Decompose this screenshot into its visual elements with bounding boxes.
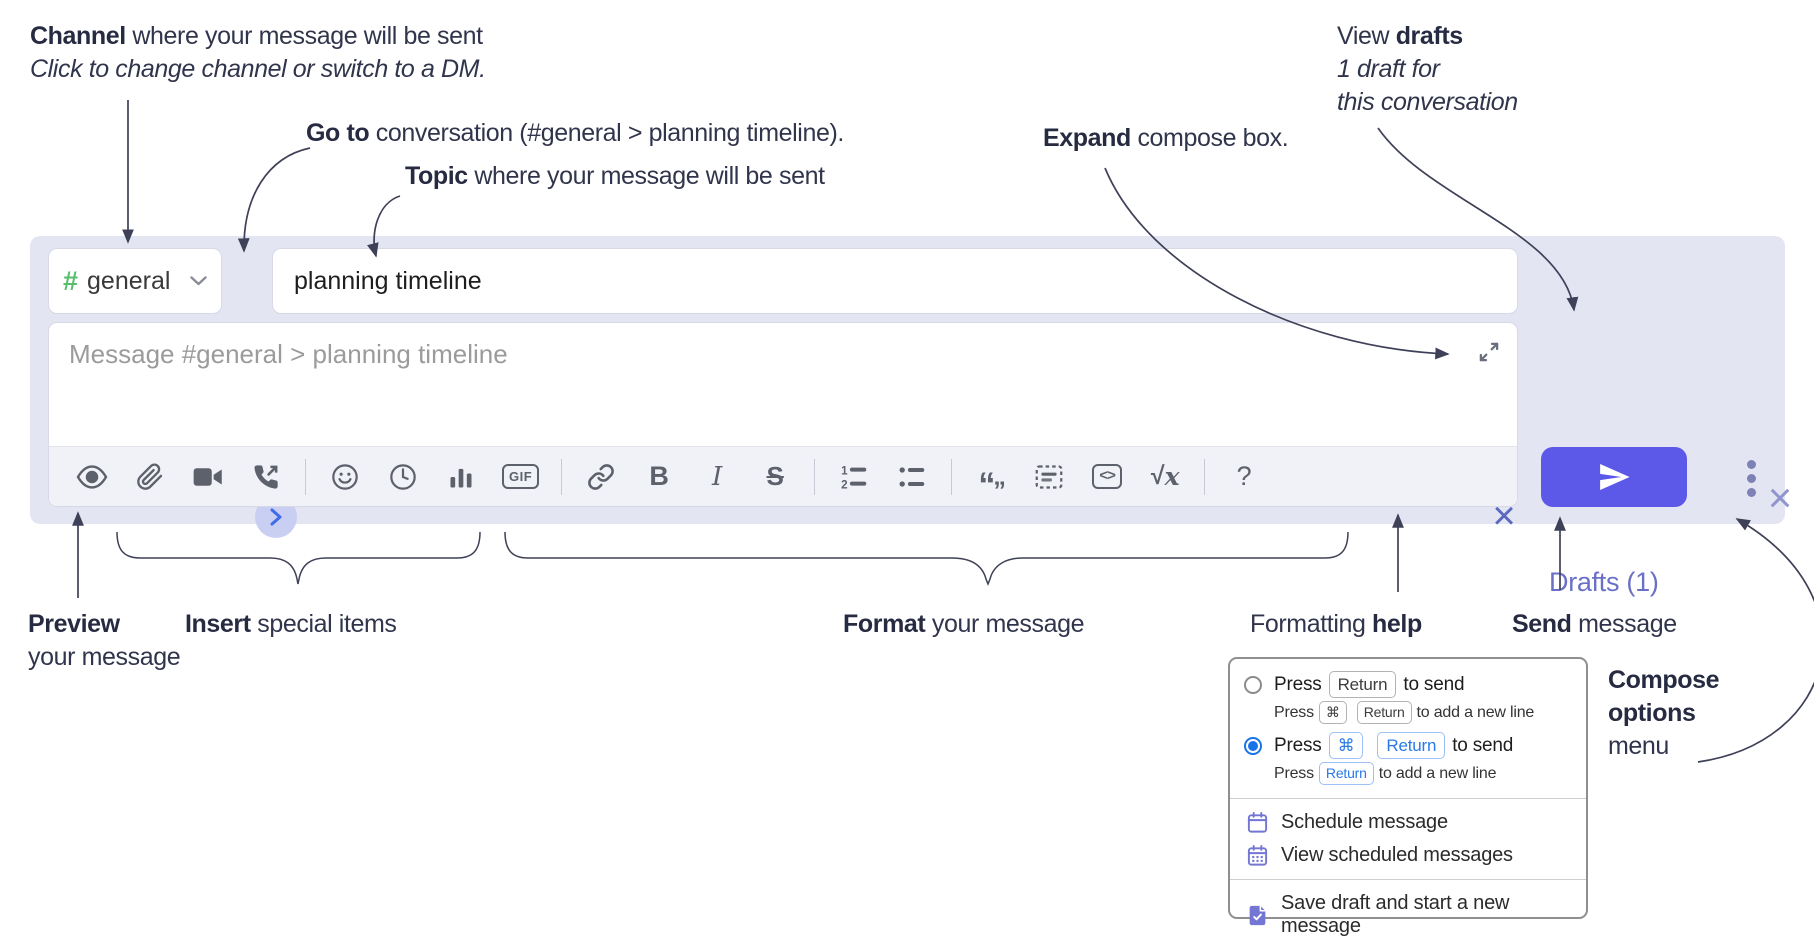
toolbar-divider bbox=[305, 458, 306, 495]
option-return-to-send[interactable]: Press Return to send bbox=[1230, 669, 1586, 700]
toolbar-divider bbox=[951, 458, 953, 495]
option-cmd-return-to-send-sub: Press Return to add a new line bbox=[1230, 761, 1586, 791]
gif-icon[interactable]: GIF bbox=[502, 457, 540, 497]
math-icon[interactable]: √x bbox=[1148, 457, 1182, 497]
send-button[interactable] bbox=[1541, 447, 1687, 507]
topic-input[interactable] bbox=[272, 248, 1518, 314]
quote-icon[interactable]: “” bbox=[974, 465, 1008, 505]
compose-box: # general × × bbox=[30, 236, 1792, 597]
poll-icon[interactable] bbox=[444, 457, 478, 497]
emoji-icon[interactable] bbox=[328, 457, 362, 497]
option-return-to-send-sub: Press ⌘ Return to add a new line bbox=[1230, 700, 1586, 730]
italic-icon[interactable]: I bbox=[700, 457, 734, 497]
calendar-grid-icon bbox=[1247, 844, 1268, 866]
time-icon[interactable] bbox=[386, 457, 420, 497]
channel-name: general bbox=[87, 266, 171, 295]
menu-item-schedule-message[interactable]: Schedule message bbox=[1230, 806, 1586, 839]
annotation-send: Send message bbox=[1512, 610, 1677, 638]
annotation-channel: Channel where your message will be sent … bbox=[30, 22, 486, 83]
radio-unselected-icon[interactable] bbox=[1244, 675, 1262, 694]
strikethrough-icon[interactable]: S bbox=[758, 457, 792, 497]
menu-item-save-draft[interactable]: Save draft and start a new message bbox=[1230, 887, 1586, 943]
toolbar-divider bbox=[814, 458, 816, 495]
bold-icon[interactable]: B bbox=[642, 457, 676, 497]
send-icon bbox=[1600, 463, 1630, 491]
annotation-view-drafts: View drafts 1 draft for this conversatio… bbox=[1337, 22, 1518, 116]
option-cmd-return-to-send[interactable]: Press ⌘ Return to send bbox=[1230, 730, 1586, 761]
ellipsis-dot bbox=[1746, 487, 1756, 497]
annotation-formatting-help: Formatting help bbox=[1250, 610, 1422, 638]
annotation-preview: Preview your message bbox=[28, 610, 181, 671]
video-call-icon[interactable] bbox=[191, 457, 225, 497]
annotation-format: Format your message bbox=[843, 610, 1085, 638]
brace-format bbox=[504, 531, 1349, 587]
svg-text:1: 1 bbox=[841, 464, 848, 477]
compose-options-popup: Press Return to send Press ⌘ Return to a… bbox=[1228, 657, 1588, 937]
menu-divider bbox=[1230, 798, 1586, 799]
radio-selected-icon[interactable] bbox=[1244, 736, 1262, 755]
spoiler-icon[interactable] bbox=[1032, 457, 1066, 497]
draft-check-icon bbox=[1249, 905, 1266, 925]
numbered-list-icon[interactable]: 1 2 bbox=[837, 457, 871, 497]
annotation-goto: Go to conversation (#general > planning … bbox=[306, 119, 844, 147]
toolbar-divider bbox=[1204, 458, 1206, 495]
calendar-icon bbox=[1247, 811, 1268, 833]
annotation-expand: Expand compose box. bbox=[1043, 124, 1289, 152]
channel-hash-icon: # bbox=[63, 265, 79, 296]
attach-file-icon[interactable] bbox=[133, 457, 167, 497]
ellipsis-dot bbox=[1746, 459, 1756, 469]
drafts-link[interactable]: Drafts (1) bbox=[1543, 566, 1665, 599]
chevron-down-icon bbox=[190, 276, 207, 286]
expand-compose-icon[interactable] bbox=[1475, 339, 1503, 367]
menu-item-view-scheduled-messages[interactable]: View scheduled messages bbox=[1230, 839, 1586, 872]
toolbar-divider bbox=[561, 458, 563, 495]
annotation-compose-options: Compose options menu bbox=[1608, 666, 1720, 760]
preview-icon[interactable] bbox=[75, 457, 109, 497]
compose-close-button[interactable]: × bbox=[1756, 476, 1804, 520]
message-formatting-help-icon[interactable]: ? bbox=[1227, 457, 1261, 497]
message-input[interactable] bbox=[49, 323, 1517, 447]
compose-toolbar: GIF B I S 1 2 bbox=[49, 446, 1517, 506]
bulleted-list-icon[interactable] bbox=[895, 457, 929, 497]
menu-divider bbox=[1230, 879, 1586, 880]
compose-options-menu-button[interactable] bbox=[1730, 454, 1772, 502]
code-icon[interactable]: <> bbox=[1090, 457, 1124, 497]
voice-call-icon[interactable] bbox=[249, 457, 283, 497]
link-icon[interactable] bbox=[584, 457, 618, 497]
message-box: GIF B I S 1 2 bbox=[48, 322, 1518, 507]
annotation-insert: Insert special items bbox=[185, 610, 397, 638]
channel-selector[interactable]: # general bbox=[48, 248, 222, 314]
ellipsis-dot bbox=[1746, 473, 1756, 483]
brace-insert bbox=[116, 531, 481, 585]
chevron-right-icon bbox=[270, 508, 282, 526]
svg-text:2: 2 bbox=[841, 478, 848, 490]
annotation-topic: Topic where your message will be sent bbox=[405, 162, 825, 190]
